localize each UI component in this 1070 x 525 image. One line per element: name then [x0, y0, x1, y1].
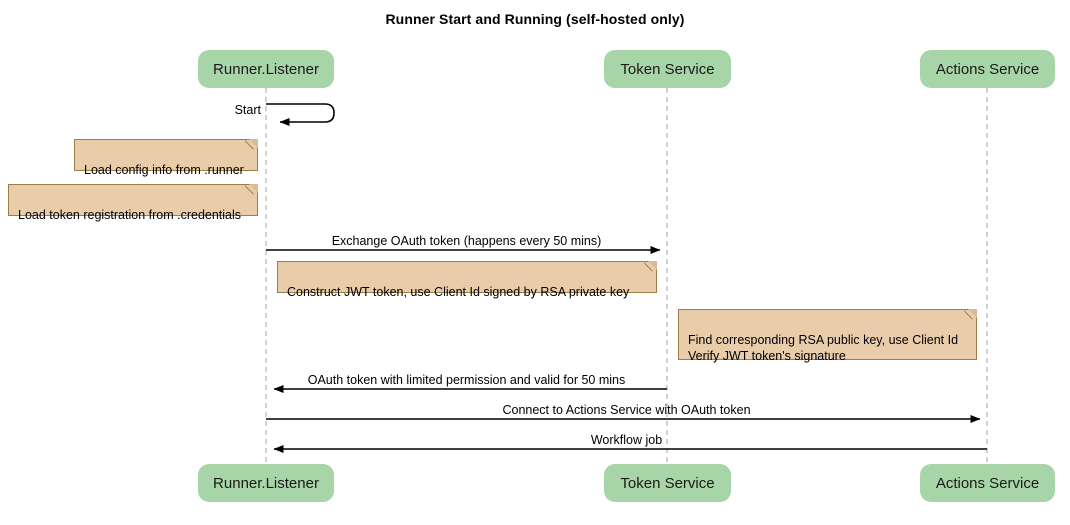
note-text: Load config info from .runner [84, 163, 244, 177]
note-load-token-registration: Load token registration from .credential… [8, 184, 258, 222]
note-text: Find corresponding RSA public key, use C… [688, 333, 959, 363]
participant-label: Token Service [620, 60, 715, 78]
note-text: Load token registration from .credential… [18, 208, 242, 222]
participant-label: Runner.Listener [213, 474, 319, 492]
page-title: Runner Start and Running (self-hosted on… [385, 11, 685, 27]
participant-bottom-token[interactable]: Token Service [604, 464, 731, 502]
participant-top-token[interactable]: Token Service [604, 50, 731, 88]
participant-label: Token Service [620, 474, 715, 492]
participant-top-actions[interactable]: Actions Service [920, 50, 1055, 88]
message-arrow-start [266, 103, 335, 126]
note-load-config: Load config info from .runner [74, 139, 258, 177]
note-construct-jwt: Construct JWT token, use Client Id signe… [277, 261, 657, 299]
participant-bottom-runner[interactable]: Runner.Listener [198, 464, 334, 502]
message-label-oauth-token-return: OAuth token with limited permission and … [307, 373, 626, 387]
message-label-exchange-oauth: Exchange OAuth token (happens every 50 m… [331, 234, 602, 248]
message-label-connect-actions: Connect to Actions Service with OAuth to… [502, 403, 751, 417]
message-label-workflow-job: Workflow job [590, 433, 663, 447]
message-label-start: Start [234, 103, 261, 117]
participant-label: Actions Service [935, 60, 1040, 78]
note-fold-edge-icon [644, 261, 657, 274]
note-verify-jwt: Find corresponding RSA public key, use C… [678, 309, 977, 363]
note-fold-edge-icon [245, 184, 258, 197]
participant-top-runner[interactable]: Runner.Listener [198, 50, 334, 88]
note-text: Construct JWT token, use Client Id signe… [287, 285, 630, 299]
participant-label: Runner.Listener [213, 60, 319, 78]
note-fold-edge-icon [964, 309, 977, 322]
note-fold-edge-icon [245, 139, 258, 152]
participant-label: Actions Service [935, 474, 1040, 492]
participant-bottom-actions[interactable]: Actions Service [920, 464, 1055, 502]
